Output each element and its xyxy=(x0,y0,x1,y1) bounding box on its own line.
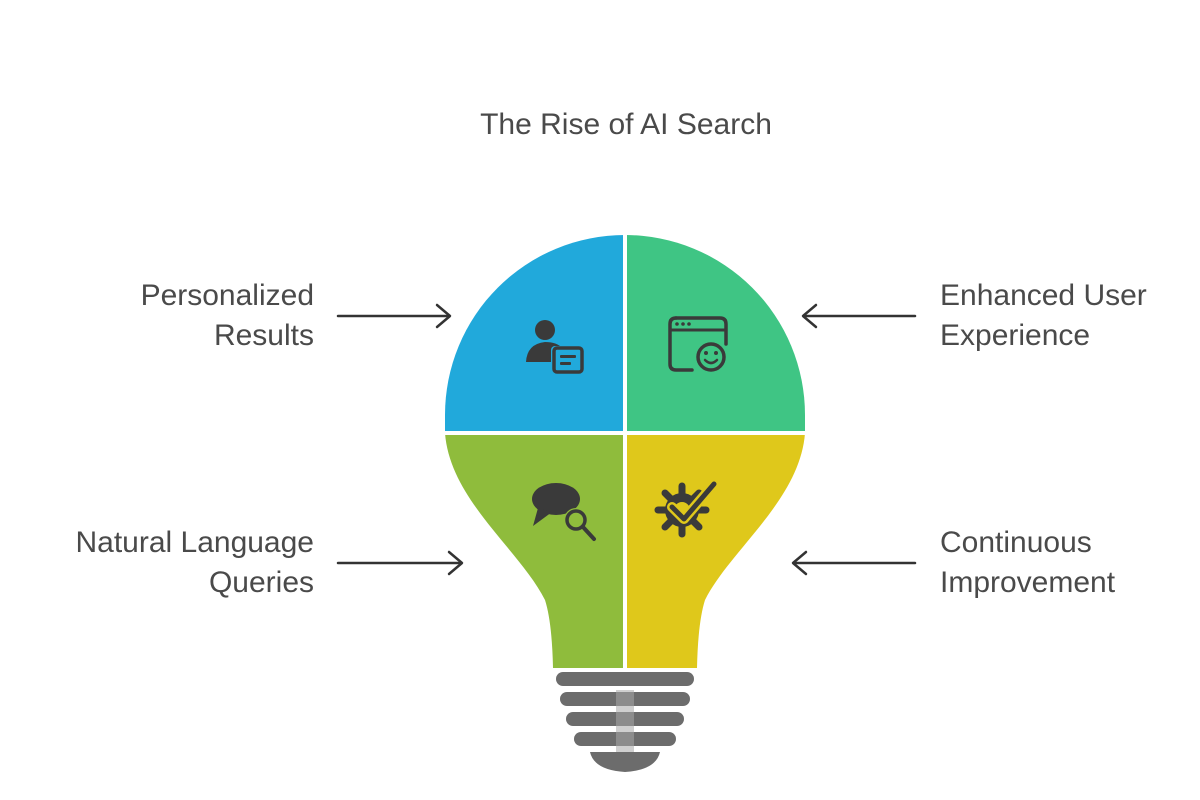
label-enhanced-user-experience: Enhanced User Experience xyxy=(940,276,1190,356)
chat-search-icon xyxy=(532,483,596,541)
label-line: Personalized xyxy=(140,279,314,312)
browser-window-face-icon xyxy=(668,316,728,372)
base-tip xyxy=(590,752,660,772)
arrows xyxy=(336,303,917,576)
bulb-screw-base xyxy=(556,672,694,772)
quadrant-enhanced-user-experience xyxy=(625,235,805,433)
base-ring xyxy=(556,672,694,686)
label-natural-language-queries: Natural Language Queries xyxy=(20,523,314,603)
quadrant-continuous-improvement xyxy=(625,433,805,668)
label-line: Natural Language xyxy=(75,526,314,559)
quadrant-personalized-results xyxy=(445,235,625,433)
arrow-personalized-results xyxy=(336,303,452,329)
gear-check-icon xyxy=(654,479,719,538)
label-line: Queries xyxy=(208,566,314,599)
label-line: Enhanced User xyxy=(940,279,1147,312)
arrow-natural-language-queries xyxy=(336,550,464,576)
arrow-enhanced-user-experience xyxy=(801,303,917,329)
base-highlight xyxy=(616,690,634,752)
user-document-icon xyxy=(526,320,584,374)
diagram-title: The Rise of AI Search xyxy=(480,108,772,141)
quadrant-natural-language-queries xyxy=(445,433,625,668)
label-line: Experience xyxy=(940,319,1091,352)
label-line: Improvement xyxy=(940,566,1116,599)
label-continuous-improvement: Continuous Improvement xyxy=(940,523,1190,603)
label-personalized-results: Personalized Results xyxy=(40,276,314,356)
label-line: Results xyxy=(213,319,314,352)
arrow-continuous-improvement xyxy=(791,550,917,576)
label-line: Continuous xyxy=(940,526,1092,559)
